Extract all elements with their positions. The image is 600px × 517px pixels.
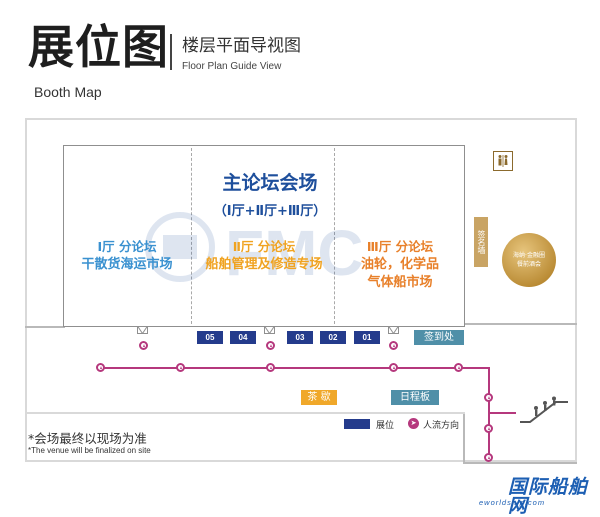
schedule-board: 日程板 bbox=[391, 390, 439, 405]
fmc-watermark-logo: FMC bbox=[145, 212, 364, 289]
eworldship-logo: 国际船舶网 bbox=[508, 476, 589, 517]
door-icon bbox=[264, 326, 275, 334]
tea-break-area: 茶 歇 bbox=[301, 390, 337, 405]
hall-2-label: Ⅱ厅 分论坛 船舶管理及修造专场 bbox=[195, 238, 333, 274]
signin-desk: 签到处 bbox=[414, 330, 464, 345]
cocktail-reception-line1: 海纳·金融圈 bbox=[513, 252, 545, 259]
flow-path-escalator bbox=[488, 412, 516, 414]
corridor-line-v bbox=[463, 412, 465, 462]
restroom-icon bbox=[493, 151, 513, 171]
door-icon bbox=[137, 326, 148, 334]
legend-booth-swatch bbox=[344, 419, 370, 429]
floor-outline bbox=[25, 118, 577, 462]
hall-3-topic-2: 气体船市场 bbox=[367, 275, 433, 290]
legend-booth-label: 展位 bbox=[376, 421, 395, 431]
flow-path-vertical bbox=[488, 368, 490, 460]
hall-3-label: Ⅲ厅 分论坛 油轮，化学品 气体船市场 bbox=[336, 238, 464, 292]
flow-arrow-icon bbox=[139, 341, 148, 350]
door-icon bbox=[388, 326, 399, 334]
hall-divider-2 bbox=[334, 148, 335, 324]
eworldship-url: eworldship.com bbox=[479, 498, 546, 507]
flow-arrow-icon bbox=[176, 363, 185, 372]
hall-divider-1 bbox=[191, 148, 192, 324]
corridor-line-right bbox=[465, 323, 577, 325]
venue-note-cn: *会场最终以现场为准 bbox=[28, 431, 147, 446]
hall-1-name: Ⅰ厅 分论坛 bbox=[97, 239, 157, 254]
main-hall-subtitle: （Ⅰ厅+Ⅱ厅+Ⅲ厅） bbox=[213, 204, 327, 219]
hall-3-topic: 油轮，化学品 bbox=[360, 257, 439, 272]
flow-arrow-icon bbox=[484, 424, 493, 433]
legend-flow-label: 人流方向 bbox=[423, 421, 460, 431]
hall-3-name: Ⅲ厅 分论坛 bbox=[366, 239, 434, 254]
flow-arrow-icon bbox=[484, 393, 493, 402]
signature-wall: 签名墙 bbox=[474, 217, 488, 267]
flow-arrow-icon bbox=[266, 341, 275, 350]
cocktail-reception-line2: 餐前酒会 bbox=[516, 261, 541, 268]
corridor-line-bottom bbox=[463, 462, 577, 464]
flow-path-horizontal bbox=[100, 367, 490, 369]
page-title: 展位图 bbox=[28, 20, 169, 74]
page-title-en: Booth Map bbox=[34, 84, 102, 100]
legend-flow-icon: ➤ bbox=[408, 418, 419, 429]
booth-01[interactable]: 01 bbox=[354, 331, 380, 344]
page-subtitle-cn: 楼层平面导视图 bbox=[182, 36, 301, 56]
escalator-icon bbox=[520, 396, 568, 423]
hall-2-name: Ⅱ厅 分论坛 bbox=[232, 239, 296, 254]
flow-arrow-icon bbox=[454, 363, 463, 372]
title-divider bbox=[170, 34, 172, 70]
flow-arrow-icon bbox=[96, 363, 105, 372]
main-hall-title: 主论坛会场 bbox=[222, 172, 318, 194]
flow-arrow-icon bbox=[266, 363, 275, 372]
hall-2-topic: 船舶管理及修造专场 bbox=[205, 257, 323, 272]
booth-02[interactable]: 02 bbox=[320, 331, 346, 344]
flow-arrow-icon bbox=[484, 453, 493, 462]
booth-03[interactable]: 03 bbox=[287, 331, 313, 344]
flow-arrow-icon bbox=[389, 363, 398, 372]
venue-note-en: *The venue will be finalized on site bbox=[28, 446, 151, 455]
flow-arrow-icon bbox=[389, 341, 398, 350]
svg-text:FMC: FMC bbox=[225, 217, 364, 289]
hall-1-label: Ⅰ厅 分论坛 干散货海运市场 bbox=[63, 238, 191, 274]
cocktail-reception-area: 海纳·金融圈 餐前酒会 bbox=[502, 233, 556, 287]
hall-1-topic: 干散货海运市场 bbox=[81, 257, 173, 272]
corridor-line-top bbox=[25, 326, 65, 328]
page-subtitle-en: Floor Plan Guide View bbox=[182, 61, 282, 72]
booth-04[interactable]: 04 bbox=[230, 331, 256, 344]
corridor-line-bottom-left bbox=[25, 412, 465, 414]
booth-05[interactable]: 05 bbox=[197, 331, 223, 344]
